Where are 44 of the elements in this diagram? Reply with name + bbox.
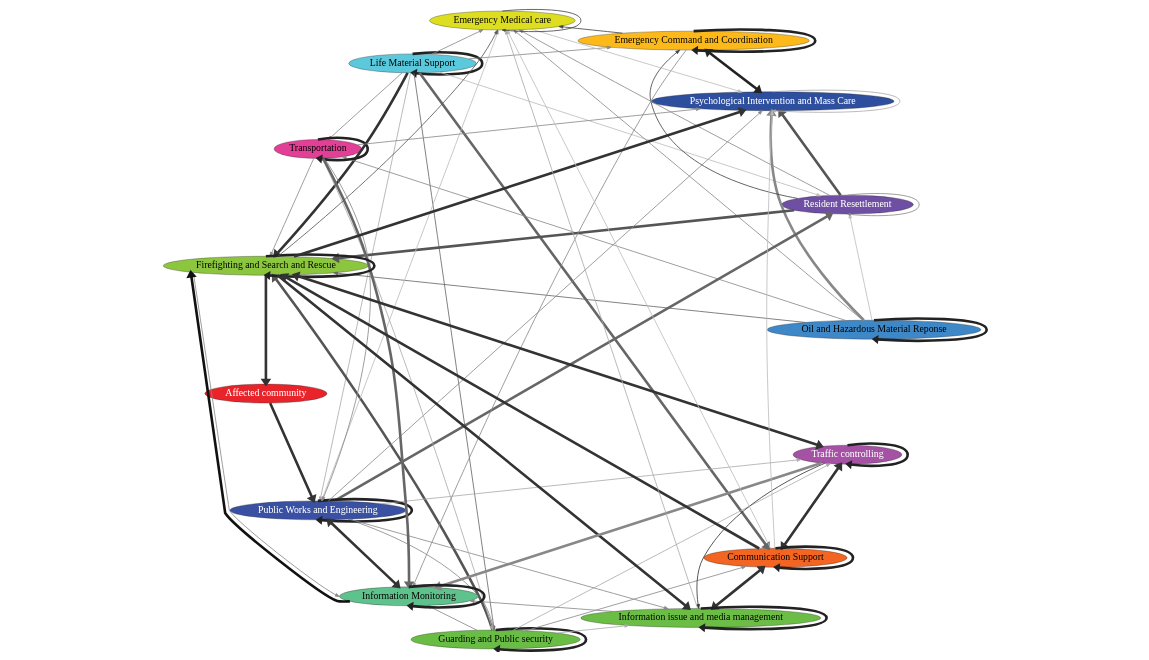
arrow [279,273,760,550]
arrow [380,458,801,505]
node-ellipse: Oil and Hazardous Material Reponse [766,320,981,340]
arrow [771,89,900,113]
arrow [765,108,865,322]
arrow [698,605,828,633]
arrow [530,28,742,93]
arrow [433,461,822,591]
arrow [558,25,623,34]
node-ellipse: Affected community [204,383,327,404]
arrow [332,211,833,503]
arrow [525,565,746,632]
node-ellipse: Public Works and Engineering [229,500,406,520]
arrow [690,28,817,55]
arrow [703,48,762,94]
arrow [321,157,371,502]
arrow [518,29,830,196]
arrow [268,402,316,503]
arrow [318,72,411,502]
arrow [512,463,831,631]
arrow [411,49,687,588]
arrow [844,442,909,470]
node-ellipse: Life Material Support [348,53,477,73]
arrow [871,317,988,344]
arrow [293,107,746,258]
arrow [332,271,805,323]
arrow [291,271,824,450]
arrow [772,545,854,573]
arrow [330,208,794,264]
arrow [341,156,846,321]
arrow [556,624,629,634]
arrow [846,193,920,217]
arrow [467,45,612,60]
arrow [409,51,484,78]
arrow [649,49,798,199]
arrow [765,110,775,549]
arrow [777,108,842,196]
arrow [260,275,271,387]
arrow [430,29,484,55]
arrow [469,599,614,612]
arrow [356,107,701,146]
arrow [848,213,872,321]
arrow [438,71,821,197]
arrow [417,72,770,551]
